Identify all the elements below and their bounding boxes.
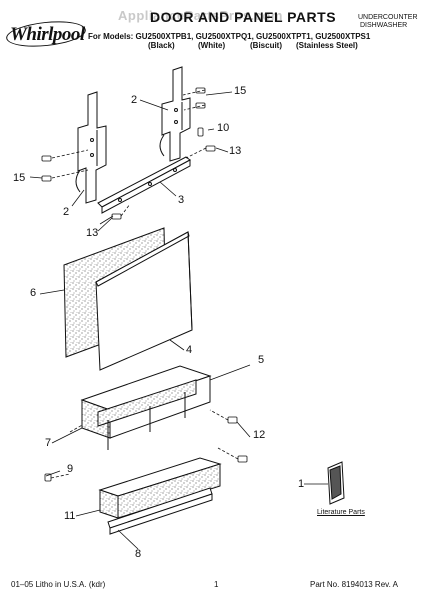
literature-parts-label: Literature Parts xyxy=(317,509,365,516)
literature-booklet xyxy=(327,461,345,505)
callout-3: 3 xyxy=(178,194,185,206)
callout-12: 12 xyxy=(253,429,266,441)
upper-access-panel xyxy=(80,365,212,450)
callout-15-lower: 15 xyxy=(13,172,26,184)
callout-10: 10 xyxy=(217,122,230,134)
lower-toe-panel xyxy=(98,457,222,519)
support-bracket xyxy=(97,156,191,214)
callout-5: 5 xyxy=(258,354,265,366)
leader-lines xyxy=(50,89,239,479)
hinge-bracket-right xyxy=(159,66,191,162)
callout-8: 8 xyxy=(135,548,142,560)
brand-logo: Whirlpool xyxy=(10,24,85,45)
screw-fasteners xyxy=(41,87,248,482)
callout-1: 1 xyxy=(298,478,305,490)
trim-strip xyxy=(107,487,213,535)
color-stainless: (Stainless Steel) xyxy=(296,41,358,50)
callout-lines xyxy=(29,91,328,550)
footer-page-number: 1 xyxy=(214,580,219,589)
models-line: For Models: GU2500XTPB1, GU2500XTPQ1, GU… xyxy=(88,32,371,41)
hinge-bracket-left xyxy=(75,91,107,204)
callout-15-upper: 15 xyxy=(234,85,247,97)
callout-7: 7 xyxy=(45,437,52,449)
callout-6: 6 xyxy=(30,287,37,299)
footer-part-number: Part No. 8194013 Rev. A xyxy=(310,580,398,589)
callout-2-upper: 2 xyxy=(131,94,138,106)
color-black: (Black) xyxy=(148,41,175,50)
page-title: DOOR AND PANEL PARTS xyxy=(150,9,337,25)
callout-11: 11 xyxy=(64,510,76,522)
color-white: (White) xyxy=(198,41,226,50)
callout-13-lower: 13 xyxy=(86,227,99,239)
callout-13-upper: 13 xyxy=(229,145,242,157)
color-biscuit: (Biscuit) xyxy=(250,41,282,50)
outer-door-panel xyxy=(95,231,193,371)
callout-2-lower: 2 xyxy=(63,206,70,218)
callout-9: 9 xyxy=(67,463,74,475)
appliance-type-line1: UNDERCOUNTER xyxy=(358,14,418,21)
footer-litho: 01–05 Litho in U.S.A. (kdr) xyxy=(11,580,106,589)
appliance-type-line2: DISHWASHER xyxy=(360,22,408,29)
watermark-text: AppliancePartsPros.com xyxy=(118,8,283,23)
callout-4: 4 xyxy=(186,344,193,356)
